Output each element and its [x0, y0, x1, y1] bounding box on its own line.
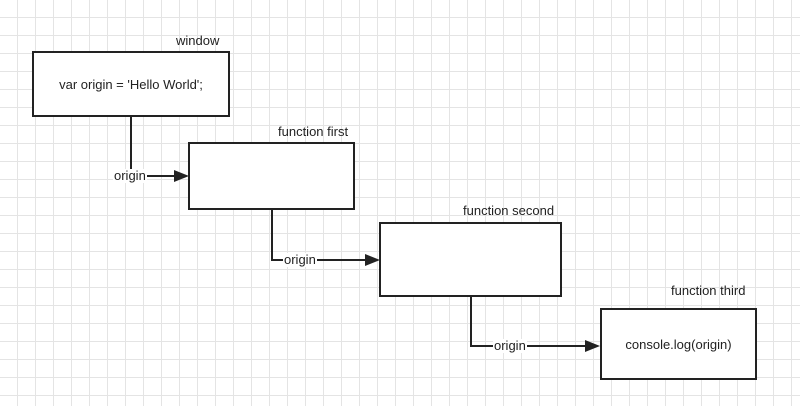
scope-box-first[interactable] — [188, 142, 355, 210]
scope-box-third[interactable]: console.log(origin) — [600, 308, 757, 380]
edge-label-first-second: origin — [283, 252, 317, 267]
scope-label-second: function second — [463, 203, 555, 218]
arrowhead — [365, 254, 380, 266]
connector-line — [271, 209, 368, 261]
scope-label-third: function third — [671, 283, 746, 298]
scope-code-third: console.log(origin) — [625, 336, 732, 352]
edge-label-window-first: origin — [113, 168, 147, 183]
scope-label-window: window — [176, 33, 220, 48]
connector-line — [470, 296, 588, 347]
scope-code-window: var origin = 'Hello World'; — [59, 76, 203, 92]
scope-label-first: function first — [278, 124, 349, 139]
arrowhead — [585, 340, 600, 352]
scope-code-second — [381, 224, 560, 295]
edge-label-second-third: origin — [493, 338, 527, 353]
scope-box-second[interactable] — [379, 222, 562, 297]
arrowhead — [174, 170, 189, 182]
connector-line — [130, 116, 178, 177]
scope-code-first — [190, 144, 353, 208]
edge-first-second — [271, 209, 380, 266]
scope-box-window[interactable]: var origin = 'Hello World'; — [32, 51, 230, 117]
edge-second-third — [470, 296, 600, 352]
